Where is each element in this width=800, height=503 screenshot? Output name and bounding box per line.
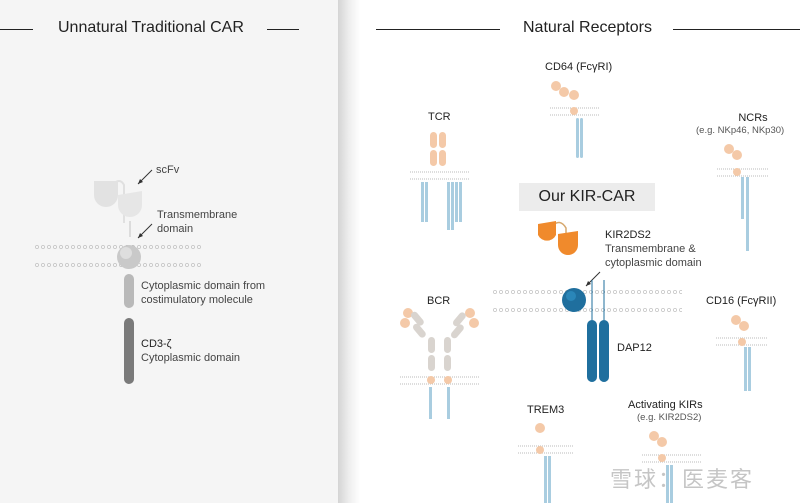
cd16-receptor-icon <box>716 315 768 391</box>
transmembrane-label-1: Transmembrane <box>157 209 238 221</box>
ncrs-receptor-icon <box>717 144 769 251</box>
cd16-label: CD16 (FcγRII) <box>706 295 777 307</box>
trem3-receptor-icon <box>518 423 574 503</box>
transmembrane-arrow-icon <box>137 223 153 239</box>
activating-kirs-sublabel: (e.g. KIR2DS2) <box>637 412 702 423</box>
transmembrane-sphere-icon <box>117 245 141 269</box>
title-rule-left <box>0 29 33 30</box>
scfv-label: scFv <box>156 164 180 176</box>
scfv-icon <box>94 180 142 237</box>
bcr-receptor-icon <box>400 308 480 419</box>
watermark: 雪球：医麦客 <box>610 467 755 492</box>
costim-label-1: Cytoplasmic domain from <box>141 280 266 292</box>
panel-divider <box>338 0 360 503</box>
tcr-receptor-icon <box>410 132 470 230</box>
natural-receptors-title: Natural Receptors <box>523 19 652 36</box>
traditional-car-title: Unnatural Traditional CAR <box>58 19 244 36</box>
traditional-car-panel <box>0 0 338 503</box>
title-rule-right <box>267 29 299 30</box>
activating-kirs-label: Activating KIRs <box>628 399 703 411</box>
scfv-arrow-icon <box>137 169 153 185</box>
transmembrane-label-2: domain <box>157 223 194 235</box>
kir2ds2-arrow-icon <box>585 271 601 287</box>
kir2ds2-sublabel-1: Transmembrane & <box>605 243 696 255</box>
cell-membrane-inner <box>34 263 202 267</box>
kir-car-transmembrane-sphere-icon <box>562 288 586 312</box>
kir2ds2-sublabel-2: cytoplasmic domain <box>605 257 702 269</box>
kir-car-membrane-inner <box>492 308 682 312</box>
title-rule-right-right-panel <box>673 29 800 30</box>
ncrs-sublabel: (e.g. NKp46, NKp30) <box>696 125 785 136</box>
cd3-zeta-sublabel: Cytoplasmic domain <box>141 352 241 364</box>
dap12-icon <box>587 280 609 382</box>
trem3-label: TREM3 <box>527 404 565 416</box>
ncrs-label: NCRs <box>738 112 768 124</box>
cd64-receptor-icon <box>550 81 600 158</box>
cd3-zeta-domain-icon <box>124 318 134 384</box>
bcr-label: BCR <box>427 295 451 307</box>
tcr-label: TCR <box>428 111 451 123</box>
activating-kirs-receptor-icon <box>642 431 702 503</box>
kir-car-membrane-outer <box>492 290 682 294</box>
title-rule-left-right-panel <box>376 29 500 30</box>
costim-label-2: costimulatory molecule <box>141 294 253 306</box>
costimulatory-domain-icon <box>124 274 134 308</box>
kir2ds2-label: KIR2DS2 <box>605 229 651 241</box>
cell-membrane-outer <box>34 245 202 249</box>
kir-car-highlight-box: Our KIR-CAR <box>519 183 655 211</box>
cd3-zeta-label: CD3-ζ <box>141 338 172 350</box>
natural-receptors-panel <box>360 0 800 503</box>
cd64-label: CD64 (FcγRI) <box>545 61 613 73</box>
kir2ds2-domain-icon <box>538 221 578 255</box>
dap12-label: DAP12 <box>617 342 652 354</box>
